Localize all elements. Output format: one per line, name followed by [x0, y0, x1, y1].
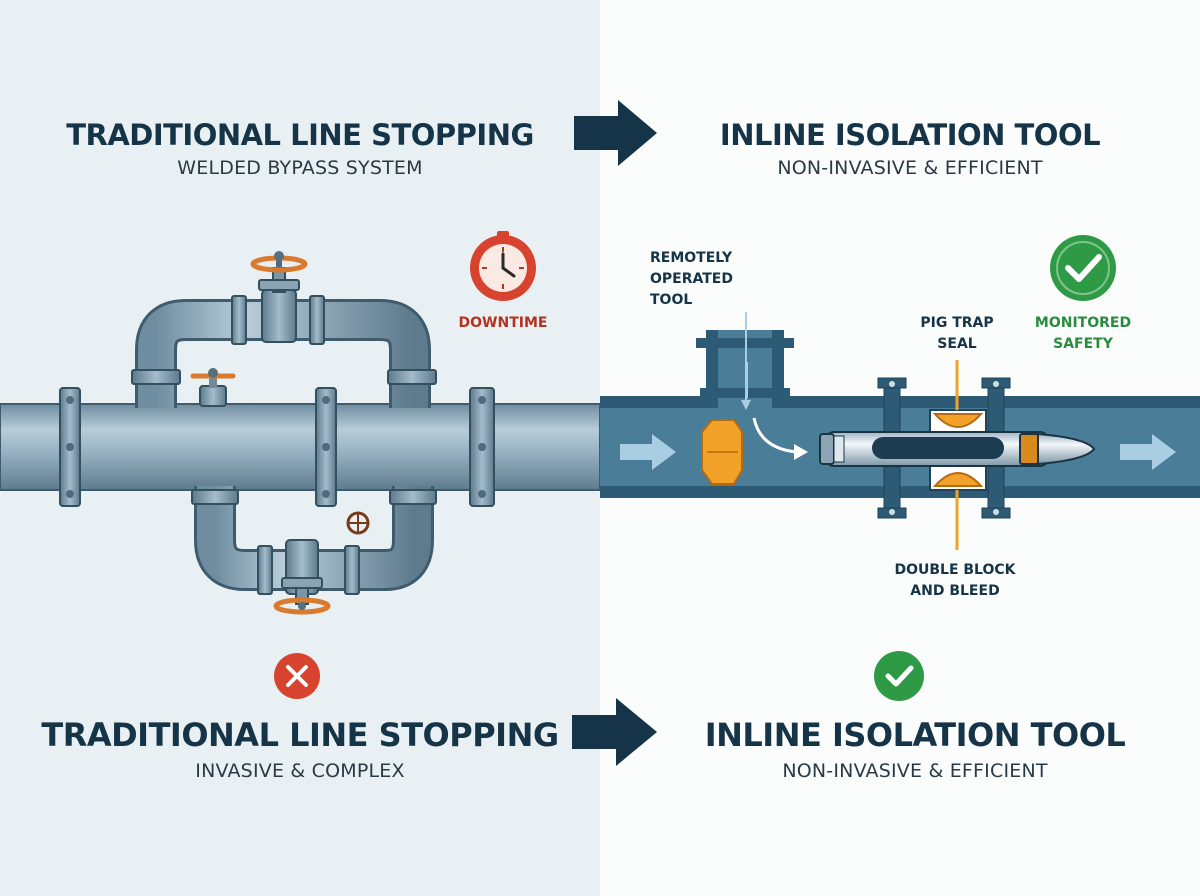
flow-arrow-icon: [620, 434, 676, 470]
downtime-label: DOWNTIME: [458, 315, 548, 331]
right-bottom-subtitle: NON-INVASIVE & EFFICIENT: [782, 760, 1048, 782]
remote-tool-label: REMOTELY OPERATED TOOL: [650, 250, 733, 308]
left-bottom-title: TRADITIONAL LINE STOPPING: [41, 716, 559, 754]
left-top-subtitle: WELDED BYPASS SYSTEM: [177, 157, 423, 179]
double-block-bleed-label: DOUBLE BLOCK AND BLEED: [894, 562, 1016, 599]
right-top-title: INLINE ISOLATION TOOL: [719, 118, 1101, 152]
right-bottom-title: INLINE ISOLATION TOOL: [704, 716, 1126, 754]
bottom-check-icon: [874, 651, 924, 701]
check-icon: [1050, 235, 1116, 301]
bottom-arrow-right-icon: [572, 698, 657, 766]
top-arrow-right-icon: [574, 100, 657, 166]
cross-icon: [274, 653, 320, 699]
clock-icon: [470, 231, 536, 301]
flow-arrow-icon: [1120, 434, 1176, 470]
bypass-pipeline: [0, 251, 601, 615]
left-bottom-subtitle: INVASIVE & COMPLEX: [195, 760, 405, 782]
monitored-safety-label: MONITORED SAFETY: [1034, 315, 1132, 352]
pig-trap-seal-label: PIG TRAP SEAL: [920, 315, 994, 352]
left-top-title: TRADITIONAL LINE STOPPING: [66, 118, 534, 152]
right-top-subtitle: NON-INVASIVE & EFFICIENT: [777, 157, 1043, 179]
inline-pipeline: [600, 330, 1200, 519]
